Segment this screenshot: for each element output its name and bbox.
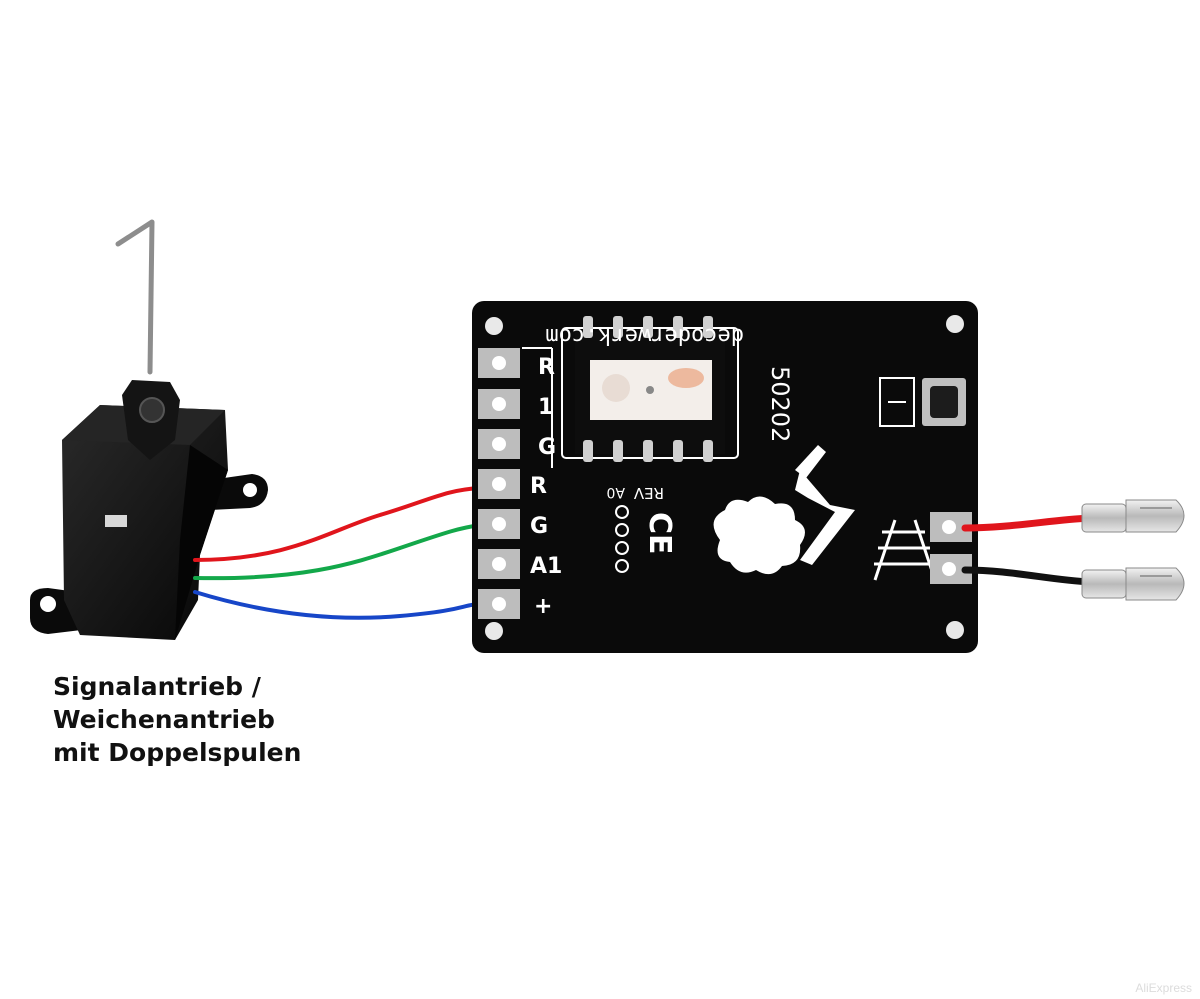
decoder-board: R 1 G R G A1 + <box>472 301 978 653</box>
board-model-number: 50202 <box>766 366 794 442</box>
mounting-hole <box>485 622 503 640</box>
caption-line-3: mit Doppelspulen <box>53 738 302 767</box>
mounting-tab-right <box>210 474 268 510</box>
push-button <box>879 377 966 427</box>
terminal-label-r1-top: R <box>538 355 555 380</box>
steam-cloud-logo <box>713 445 855 575</box>
blue-wire <box>193 590 487 620</box>
actuator-wire-arm <box>115 219 155 375</box>
mounting-hole-right <box>243 483 257 497</box>
power-red-wire <box>961 514 1094 532</box>
red-wire <box>193 486 482 562</box>
rev-label: REV <box>633 484 664 502</box>
motor-housing-side <box>175 445 228 640</box>
ce-mark: CE <box>642 512 677 555</box>
terminal-label-r: R <box>530 474 547 499</box>
mounting-hole <box>946 621 964 639</box>
caption-line-2: Weichenantrieb <box>53 705 275 734</box>
spade-connector-bottom <box>1081 567 1185 601</box>
power-wires <box>961 499 1185 601</box>
relay-component <box>561 316 739 462</box>
green-wire <box>193 523 482 581</box>
rocker-pivot <box>139 397 165 423</box>
spade-connector-top <box>1081 499 1185 533</box>
power-black-wire <box>961 566 1094 586</box>
terminal-group-top: R 1 G <box>478 347 556 468</box>
terminal-label-1: 1 <box>538 395 553 420</box>
rev-sub-label: A0 <box>607 484 625 500</box>
board-url: decoderwerk.com <box>545 323 744 348</box>
recycle-symbol <box>615 505 629 573</box>
housing-slot <box>105 515 127 527</box>
product-caption: Signalantrieb / Weichenantrieb mit Doppe… <box>53 670 301 769</box>
motor-wires <box>193 486 487 620</box>
terminal-label-plus: + <box>534 594 552 619</box>
watermark: AliExpress <box>1135 981 1192 995</box>
mounting-hole <box>485 317 503 335</box>
signal-drive-motor <box>30 219 268 640</box>
terminal-label-g-top: G <box>538 435 556 460</box>
terminal-label-a1: A1 <box>530 554 562 579</box>
mounting-hole-left <box>40 596 56 612</box>
mounting-hole <box>946 315 964 333</box>
terminal-label-g: G <box>530 514 548 539</box>
caption-line-1: Signalantrieb / <box>53 672 261 701</box>
terminal-group-bottom: R G A1 + <box>478 469 562 619</box>
